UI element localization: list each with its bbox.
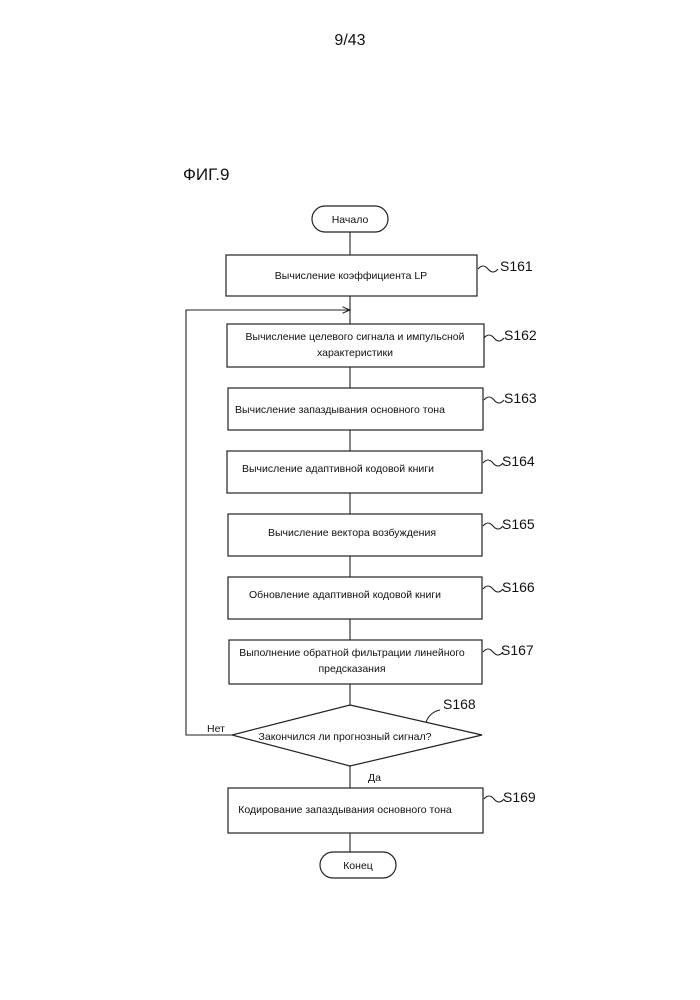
step-text-s164: Вычисление адаптивной кодовой книги [242,463,434,475]
leader-s161 [478,266,498,272]
step-id-s161: S161 [500,258,533,274]
leader-s162 [484,335,504,341]
leader-s166 [483,586,503,592]
start-label: Начало [332,214,369,226]
leader-s165 [483,523,503,529]
decision-yes-label: Да [368,772,381,784]
step-text-s167-line1: Выполнение обратной фильтрации линейного [239,647,465,659]
end-label: Конец [343,860,373,872]
page-number: 9/43 [334,32,365,49]
step-id-s168: S168 [443,696,476,712]
step-id-s167: S167 [501,642,534,658]
leader-s169 [484,796,504,802]
step-id-s162: S162 [504,327,537,343]
decision-text-s168: Закончился ли прогнозный сигнал? [259,731,432,743]
step-id-s169: S169 [503,789,536,805]
step-text-s162-line1: Вычисление целевого сигнала и импульсной [246,331,465,343]
step-text-s163: Вычисление запаздывания основного тона [235,404,445,416]
step-text-s165: Вычисление вектора возбуждения [268,527,436,539]
decision-no-label: Нет [207,723,225,735]
leader-s167 [483,649,503,655]
step-text-s166: Обновление адаптивной кодовой книги [249,589,441,601]
step-id-s165: S165 [502,516,535,532]
step-id-s164: S164 [502,453,535,469]
step-text-s162-line2: характеристики [317,347,393,359]
step-text-s169: Кодирование запаздывания основного тона [238,804,452,816]
figure-label: ФИГ.9 [183,165,229,184]
leader-s163 [484,397,504,403]
step-text-s167-line2: предсказания [318,663,385,675]
step-text-s161: Вычисление коэффициента LP [275,270,427,282]
leader-s168 [426,710,440,722]
leader-s164 [483,460,503,466]
step-id-s163: S163 [504,390,537,406]
step-id-s166: S166 [502,579,535,595]
